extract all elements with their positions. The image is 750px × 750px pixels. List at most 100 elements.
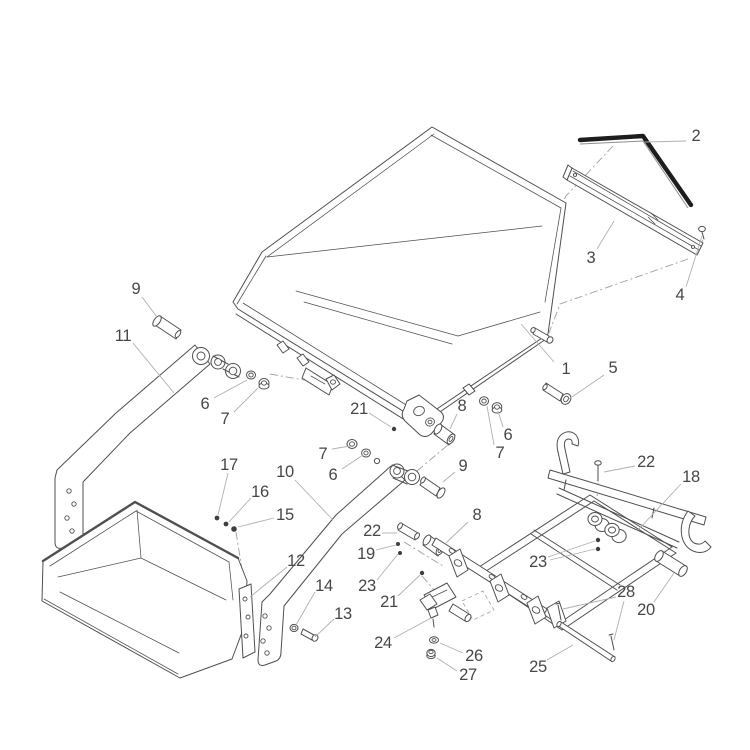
part-label-22: 22 bbox=[637, 453, 655, 471]
washer-nut-under-hopper bbox=[479, 396, 503, 414]
edge-strip-bar bbox=[577, 133, 694, 208]
channel-hole bbox=[572, 173, 578, 177]
leader-line-part-5 bbox=[568, 374, 605, 400]
washer-nut-left bbox=[246, 370, 270, 390]
leader-line-part-21 bbox=[397, 574, 421, 597]
lug-hole bbox=[531, 606, 541, 614]
small-hopper-rim-inner bbox=[49, 510, 230, 567]
subframe-cross-member bbox=[530, 533, 618, 591]
leader-line-part-8 bbox=[449, 413, 458, 430]
arm-hole bbox=[266, 625, 272, 631]
bolt-washer-13-14 bbox=[289, 623, 319, 642]
rod-end bbox=[610, 655, 616, 663]
leader-line-part-28 bbox=[613, 600, 625, 641]
nut-hole bbox=[494, 404, 500, 410]
part-label-23: 23 bbox=[358, 577, 376, 595]
part-label-18: 18 bbox=[682, 468, 700, 486]
arm-hole bbox=[71, 501, 77, 507]
screw-4 bbox=[698, 225, 706, 240]
pin-end bbox=[174, 330, 182, 338]
channel-groove bbox=[569, 175, 700, 251]
washer-hole bbox=[363, 450, 369, 456]
bracket-hole bbox=[245, 614, 251, 620]
leader-line-part-9 bbox=[141, 296, 158, 318]
knuckle-hole bbox=[407, 472, 417, 482]
leader-line-part-19 bbox=[375, 544, 397, 551]
washer-hole bbox=[248, 372, 254, 378]
roller-end bbox=[678, 565, 688, 577]
leader-line-part-9 bbox=[442, 471, 456, 483]
leader-line-part-23 bbox=[547, 540, 596, 558]
hopper-apron-slot bbox=[310, 375, 326, 385]
leader-line-part-8 bbox=[445, 521, 469, 544]
subframe-rail bbox=[557, 546, 673, 625]
phantom-line bbox=[421, 575, 437, 593]
washer-hole bbox=[481, 398, 487, 404]
leader-line-part-14 bbox=[295, 591, 316, 626]
hopper-lip-left-inner bbox=[236, 255, 267, 305]
leader-line-part-26 bbox=[439, 642, 464, 654]
part-label-6: 6 bbox=[201, 395, 210, 413]
bushing-end bbox=[422, 534, 432, 546]
lug-hole bbox=[494, 584, 504, 592]
subframe-rail bbox=[561, 552, 677, 631]
hopper-hinge-tab bbox=[296, 353, 310, 367]
part-label-7: 7 bbox=[319, 445, 328, 463]
roller-end bbox=[654, 550, 664, 562]
part-label-2: 2 bbox=[692, 127, 701, 145]
part-label-21: 21 bbox=[380, 593, 398, 611]
part-label-8: 8 bbox=[458, 397, 467, 415]
nut-hole bbox=[349, 441, 355, 447]
right-arm-body bbox=[257, 465, 406, 666]
leader-line-part-27 bbox=[436, 657, 458, 672]
leader-line-part-11 bbox=[132, 342, 175, 394]
leader-line-part-13 bbox=[314, 618, 335, 638]
bolt-5 bbox=[542, 382, 572, 405]
small-hopper-floor-front bbox=[59, 591, 180, 654]
hopper-floor-junction bbox=[295, 290, 541, 337]
pin-end bbox=[420, 476, 426, 484]
leader-line-part-6 bbox=[213, 379, 248, 399]
bushing-8-upper bbox=[433, 423, 456, 446]
part-label-25: 25 bbox=[529, 658, 547, 676]
part-label-13: 13 bbox=[334, 605, 352, 623]
phantom-line bbox=[416, 443, 450, 472]
knuckle-hole bbox=[228, 366, 238, 376]
arm-hole bbox=[64, 515, 70, 521]
part-label-9: 9 bbox=[132, 280, 141, 298]
part-label-10: 10 bbox=[276, 463, 294, 481]
small-hopper-floor-back bbox=[140, 557, 227, 601]
leader-line-part-12 bbox=[249, 566, 288, 598]
part-label-22: 22 bbox=[363, 522, 381, 540]
leader-line-part-7 bbox=[233, 387, 259, 413]
rod-and-pins bbox=[555, 602, 616, 663]
latch-assembly bbox=[419, 582, 472, 660]
part-label-27: 27 bbox=[459, 666, 477, 684]
channel-body bbox=[566, 167, 704, 256]
leader-line-part-6 bbox=[497, 410, 504, 428]
washer-hole bbox=[291, 625, 297, 631]
part-label-12: 12 bbox=[287, 552, 305, 570]
hitch-hook-left bbox=[556, 431, 580, 475]
pin-22-end bbox=[397, 522, 403, 530]
knuckle-lug bbox=[373, 457, 381, 465]
arm-hole bbox=[66, 488, 72, 494]
hitch-crossbar bbox=[547, 469, 707, 526]
latch-tab bbox=[427, 606, 439, 619]
latch-block bbox=[419, 593, 438, 611]
edge-strip-highlight bbox=[579, 140, 689, 209]
screw-23 bbox=[398, 551, 402, 555]
bracket-hole bbox=[243, 633, 249, 639]
channel-end-flange bbox=[562, 164, 573, 181]
roller-20 bbox=[654, 550, 688, 577]
channel-bracket bbox=[562, 164, 704, 256]
rail-hole bbox=[520, 594, 528, 600]
bolt-head-face bbox=[563, 395, 569, 403]
channel-hole bbox=[690, 245, 696, 249]
leader-line-part-23 bbox=[549, 548, 596, 561]
leader-line-part-10 bbox=[294, 479, 334, 521]
phantom-line bbox=[548, 258, 689, 334]
hopper-floor-line bbox=[303, 301, 453, 345]
